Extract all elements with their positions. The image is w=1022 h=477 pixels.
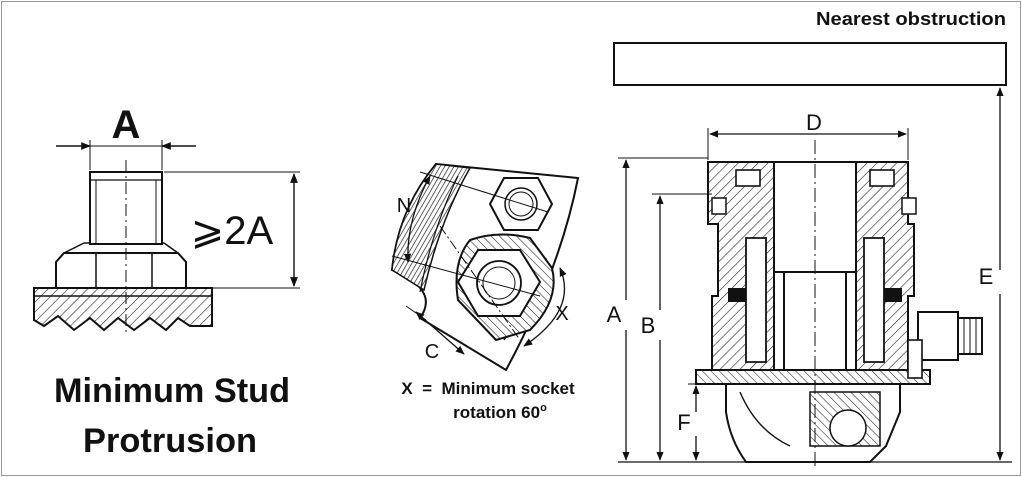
rotation-note-line-1: X = Minimum socket [401, 379, 575, 398]
rotation-note-line-2: rotation 60o [453, 402, 547, 422]
dim-x-label: X [555, 303, 568, 325]
stud-protrusion-panel: A ⩾2A Minimum Stud Protrusion [33, 103, 300, 460]
dim-n-label: N [397, 195, 411, 217]
dim-b-label: B [641, 313, 656, 338]
tensioner-body [695, 161, 983, 463]
header-nearest-obstruction: Nearest obstruction [816, 9, 1006, 29]
obstruction-bar [613, 42, 1007, 86]
base-plate [33, 287, 213, 332]
dim-a-label: A [112, 103, 141, 147]
dim-a-right-label: A [607, 302, 622, 327]
dim-2a-label: ⩾2A [191, 209, 274, 253]
tensioner-section-panel: Nearest obstruction [607, 9, 1012, 470]
dim-e-label: E [979, 264, 994, 289]
socket [455, 233, 555, 342]
caption-line-2: Protrusion [83, 422, 257, 460]
hex-nut [55, 252, 187, 289]
dim-d-label: D [806, 110, 822, 135]
caption-line-1: Minimum Stud [54, 372, 290, 410]
dim-f-label: F [677, 410, 690, 435]
degree-superscript: o [540, 402, 547, 414]
dim-c-label: C [425, 341, 439, 363]
socket-rotation-panel: N C X X = Minimum socket rotation 60o [390, 162, 580, 422]
